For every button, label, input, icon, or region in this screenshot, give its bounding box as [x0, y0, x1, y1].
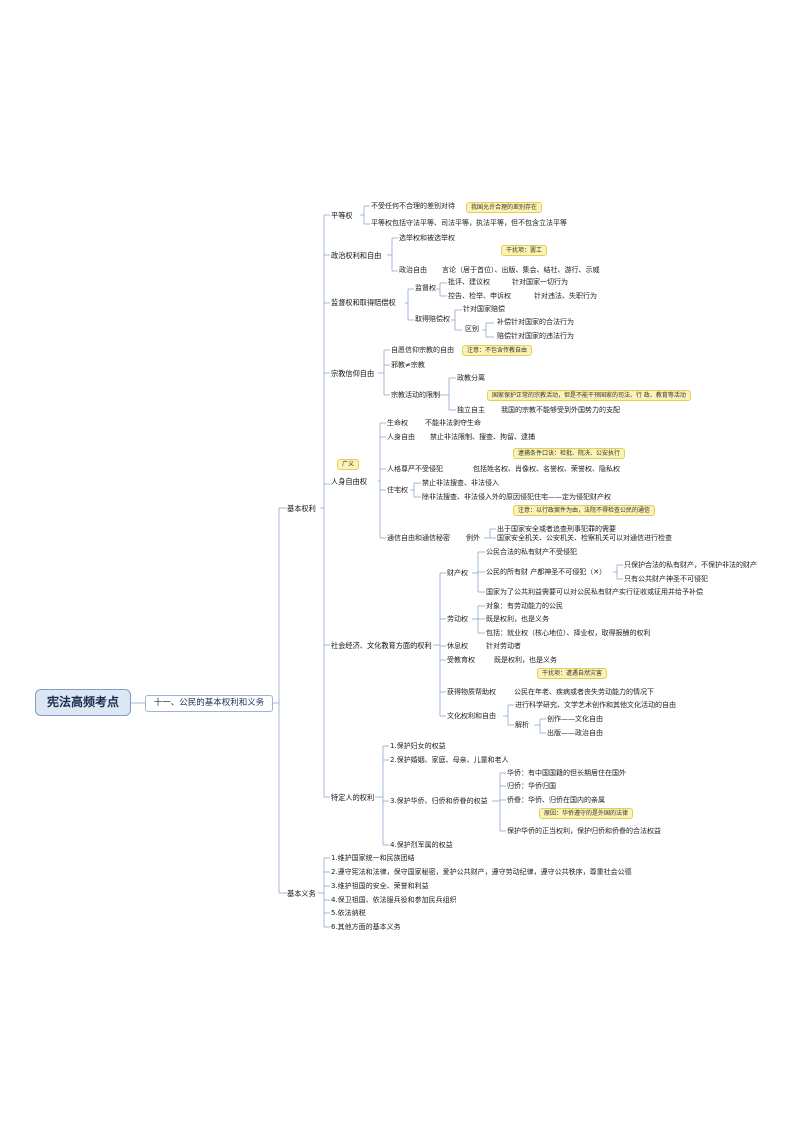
duty-item-1: 1.维护国家统一和民族团结	[331, 854, 415, 862]
overseas-chinese-1: 华侨：有中国国籍的但长期居住在国外	[507, 769, 626, 777]
communication-right: 通信自由和通信秘密	[387, 534, 450, 542]
religion-item-2: 邪教≠宗教	[391, 361, 425, 369]
culture-item-1: 进行科学研究、文学艺术创作和其他文化活动的自由	[515, 701, 676, 709]
religion-node[interactable]: 宗教信仰自由	[331, 369, 375, 378]
political-item-2: 政治自由	[399, 266, 427, 274]
life-right-detail: 不能非法剥夺生命	[425, 419, 481, 427]
property-item-3: 国家为了公共利益需要可以对公民私有财产实行征收或征用并给予补偿	[486, 588, 703, 596]
residence-item-1: 禁止非法搜查、非法侵入	[422, 479, 499, 487]
religion-item-1: 自愿信仰宗教的自由	[391, 346, 454, 354]
residence-right: 住宅权	[387, 486, 408, 494]
equality-item-2: 平等权包括守法平等、司法平等，执法平等，但不包含立法平等	[371, 219, 567, 227]
residence-note: 注意：以行政案件为由，法院不得检查公民的通信	[513, 505, 656, 516]
overseas-chinese-note: 原因：华侨遵守的是外国的法律	[539, 808, 634, 819]
special-item-4: 4.保护烈军属的权益	[390, 841, 453, 849]
life-right: 生命权	[387, 419, 408, 427]
religion-note: 注意：不包含传教自由	[462, 345, 533, 356]
duty-item-2: 2.遵守宪法和法律，保守国家秘密，爱护公共财产，遵守劳动纪律，遵守公共秩序，尊重…	[331, 868, 632, 876]
rights-node[interactable]: 基本权利	[287, 504, 316, 513]
duty-item-3: 3.维护祖国的安全、荣誉和利益	[331, 882, 429, 890]
religion-item-3a: 政教分离	[457, 374, 485, 382]
difference-node: 区别	[465, 325, 479, 333]
supervision-item-1: 批评、建议权	[448, 278, 490, 286]
overseas-chinese-3: 侨眷：华侨、归侨在国内的亲属	[507, 796, 605, 804]
religion-item-3a-note: 国家保护正常的宗教活动，但是不能干预国家的司法、行 政、教育等活动	[487, 390, 691, 401]
religion-item-3b: 独立自主	[457, 406, 485, 414]
difference-item-1: 补偿针对国家的合法行为	[497, 318, 574, 326]
dignity-right: 人格尊严不受侵犯	[387, 465, 443, 473]
special-item-1: 1.保护妇女的权益	[390, 742, 446, 750]
aid-right: 获得物质帮助权	[447, 688, 496, 696]
labor-item-3: 包括：就业权（核心地位）、择业权，取得报酬的权利	[486, 629, 651, 637]
communication-exception-1: 出于国家安全或者追查刑事犯罪的需要	[497, 525, 616, 533]
root-topic[interactable]: 宪法高频考点	[35, 689, 131, 716]
personal-note: 广义	[337, 459, 360, 470]
property-right: 财产权	[447, 569, 468, 577]
supervision-item-1-target: 针对国家一切行为	[512, 278, 568, 286]
religion-item-3b-detail: 我国的宗教不能够受到外国势力的支配	[501, 406, 620, 414]
main-topic[interactable]: 十一、公民的基本权利和义务	[145, 695, 273, 712]
duties-node[interactable]: 基本义务	[287, 889, 316, 898]
socio-node[interactable]: 社会经济、文化教育方面的权利	[331, 641, 432, 650]
property-item-2b: 只有公共财产神圣不可侵犯	[624, 575, 708, 583]
special-node[interactable]: 特定人的权利	[331, 793, 375, 802]
labor-item-1: 对象：有劳动能力的公民	[486, 602, 563, 610]
political-item-2-detail: 言论（居于首位）、出版、集会、结社、游行、示威	[442, 266, 600, 274]
personal-freedom-detail: 禁止非法限制、搜查、拘留、逮捕	[430, 433, 535, 441]
arrest-note: 逮捕条件口诀：检批、院决、公安执行	[513, 448, 626, 459]
political-item-1: 选举权和被选举权	[399, 234, 455, 242]
education-note: 干扰项：遭遇自然灾害	[537, 668, 608, 679]
political-note: 干扰项：罢工	[501, 245, 548, 256]
overseas-chinese-2: 归侨：华侨归国	[507, 782, 556, 790]
supervision-item-2-target: 针对违法、失职行为	[534, 292, 597, 300]
equality-item-1: 不受任何不合理的差别对待	[371, 202, 455, 210]
equality-note: 我国允许合理的差别存在	[466, 202, 543, 213]
culture-analysis: 解析	[515, 721, 529, 729]
education-right: 受教育权	[447, 656, 475, 664]
duty-item-4: 4.保卫祖国、依法服兵役和参加民兵组织	[331, 896, 457, 904]
rest-right-detail: 针对劳动者	[486, 642, 521, 650]
labor-item-2: 既是权利，也是义务	[486, 615, 549, 623]
equality-node[interactable]: 平等权	[331, 211, 353, 220]
special-item-3: 3.保护华侨、归侨和侨眷的权益	[390, 797, 488, 805]
communication-exception: 例外	[466, 534, 480, 542]
political-node[interactable]: 政治权利和自由	[331, 251, 382, 260]
residence-item-2: 除非法搜查、非法侵入外的原因侵犯住宅——定为侵犯财产权	[422, 493, 611, 501]
property-item-2a: 只保护合法的私有财产，不保护非法的财产	[624, 561, 757, 569]
rest-right: 休息权	[447, 642, 468, 650]
duty-item-6: 6.其他方面的基本义务	[331, 923, 401, 931]
education-right-detail: 既是权利，也是义务	[494, 656, 557, 664]
culture-analysis-2: 出版——政治自由	[547, 729, 603, 737]
overseas-chinese-4: 保护华侨的正当权利，保护归侨和侨眷的合法权益	[507, 827, 661, 835]
personal-node[interactable]: 人身自由权	[331, 477, 367, 486]
supervision-right: 监督权	[415, 284, 436, 292]
labor-right: 劳动权	[447, 615, 468, 623]
religion-item-3: 宗教活动的限制	[391, 391, 440, 399]
compensation-right: 取得赔偿权	[415, 315, 450, 323]
difference-item-2: 赔偿针对国家的违法行为	[497, 332, 574, 340]
property-item-1: 公民合法的私有财产不受侵犯	[486, 548, 577, 556]
property-item-2: 公民的所有财 产都神圣不可侵犯（✕）	[486, 568, 607, 576]
duty-item-5: 5.依法纳税	[331, 909, 366, 917]
culture-analysis-1: 创作——文化自由	[547, 715, 603, 723]
dignity-right-detail: 包括姓名权、肖像权、名誉权、荣誉权、隐私权	[473, 465, 620, 473]
culture-right: 文化权利和自由	[447, 712, 496, 720]
special-item-2: 2.保护婚姻、家庭、母亲、儿童和老人	[390, 756, 509, 764]
communication-exception-2: 国家安全机关、公安机关、检察机关可以对通信进行检查	[497, 534, 672, 542]
personal-freedom: 人身自由	[387, 433, 415, 441]
supervision-item-2: 控告、检举、申诉权	[448, 292, 511, 300]
aid-right-detail: 公民在年老、疾病或者丧失劳动能力的情况下	[514, 688, 654, 696]
compensation-item-1: 针对国家赔偿	[463, 305, 505, 313]
supervision-node[interactable]: 监督权和取得赔偿权	[331, 298, 396, 307]
